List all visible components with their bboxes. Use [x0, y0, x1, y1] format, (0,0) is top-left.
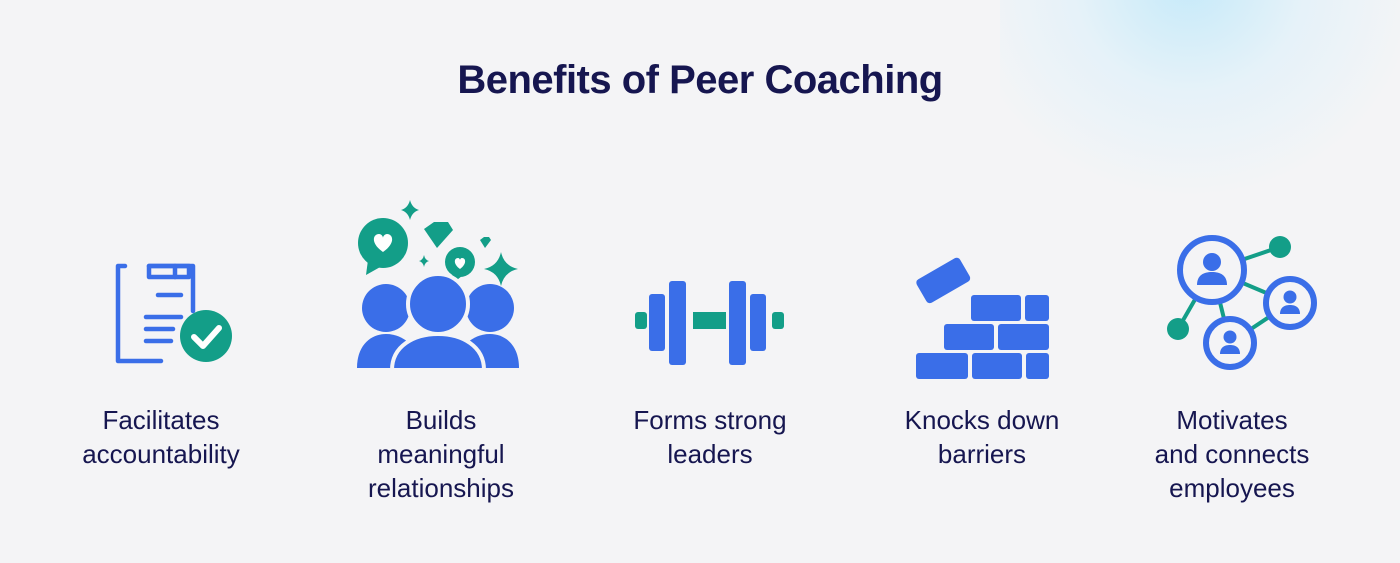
benefit-accountability: Facilitates accountability	[21, 195, 301, 469]
people-network-icon	[1167, 235, 1317, 370]
benefit-label: Motivates and connects employees	[1154, 405, 1310, 503]
benefit-leaders: Forms strong leaders	[570, 195, 850, 469]
benefit-label: Knocks down barriers	[904, 405, 1060, 469]
dumbbell-icon	[635, 281, 784, 365]
benefit-label: Facilitates accountability	[82, 405, 240, 469]
benefit-relationships: Builds meaningful relationships	[301, 195, 581, 503]
page-title: Benefits of Peer Coaching	[457, 58, 943, 102]
benefit-label: Builds meaningful relationships	[368, 405, 514, 503]
benefit-barriers: Knocks down barriers	[842, 195, 1122, 469]
benefit-connects: Motivates and connects employees	[1092, 195, 1372, 503]
benefit-label: Forms strong leaders	[633, 405, 787, 469]
clipboard-check-icon	[115, 263, 232, 364]
group-hearts-icon	[357, 200, 519, 372]
bricks-icon	[916, 257, 1049, 379]
